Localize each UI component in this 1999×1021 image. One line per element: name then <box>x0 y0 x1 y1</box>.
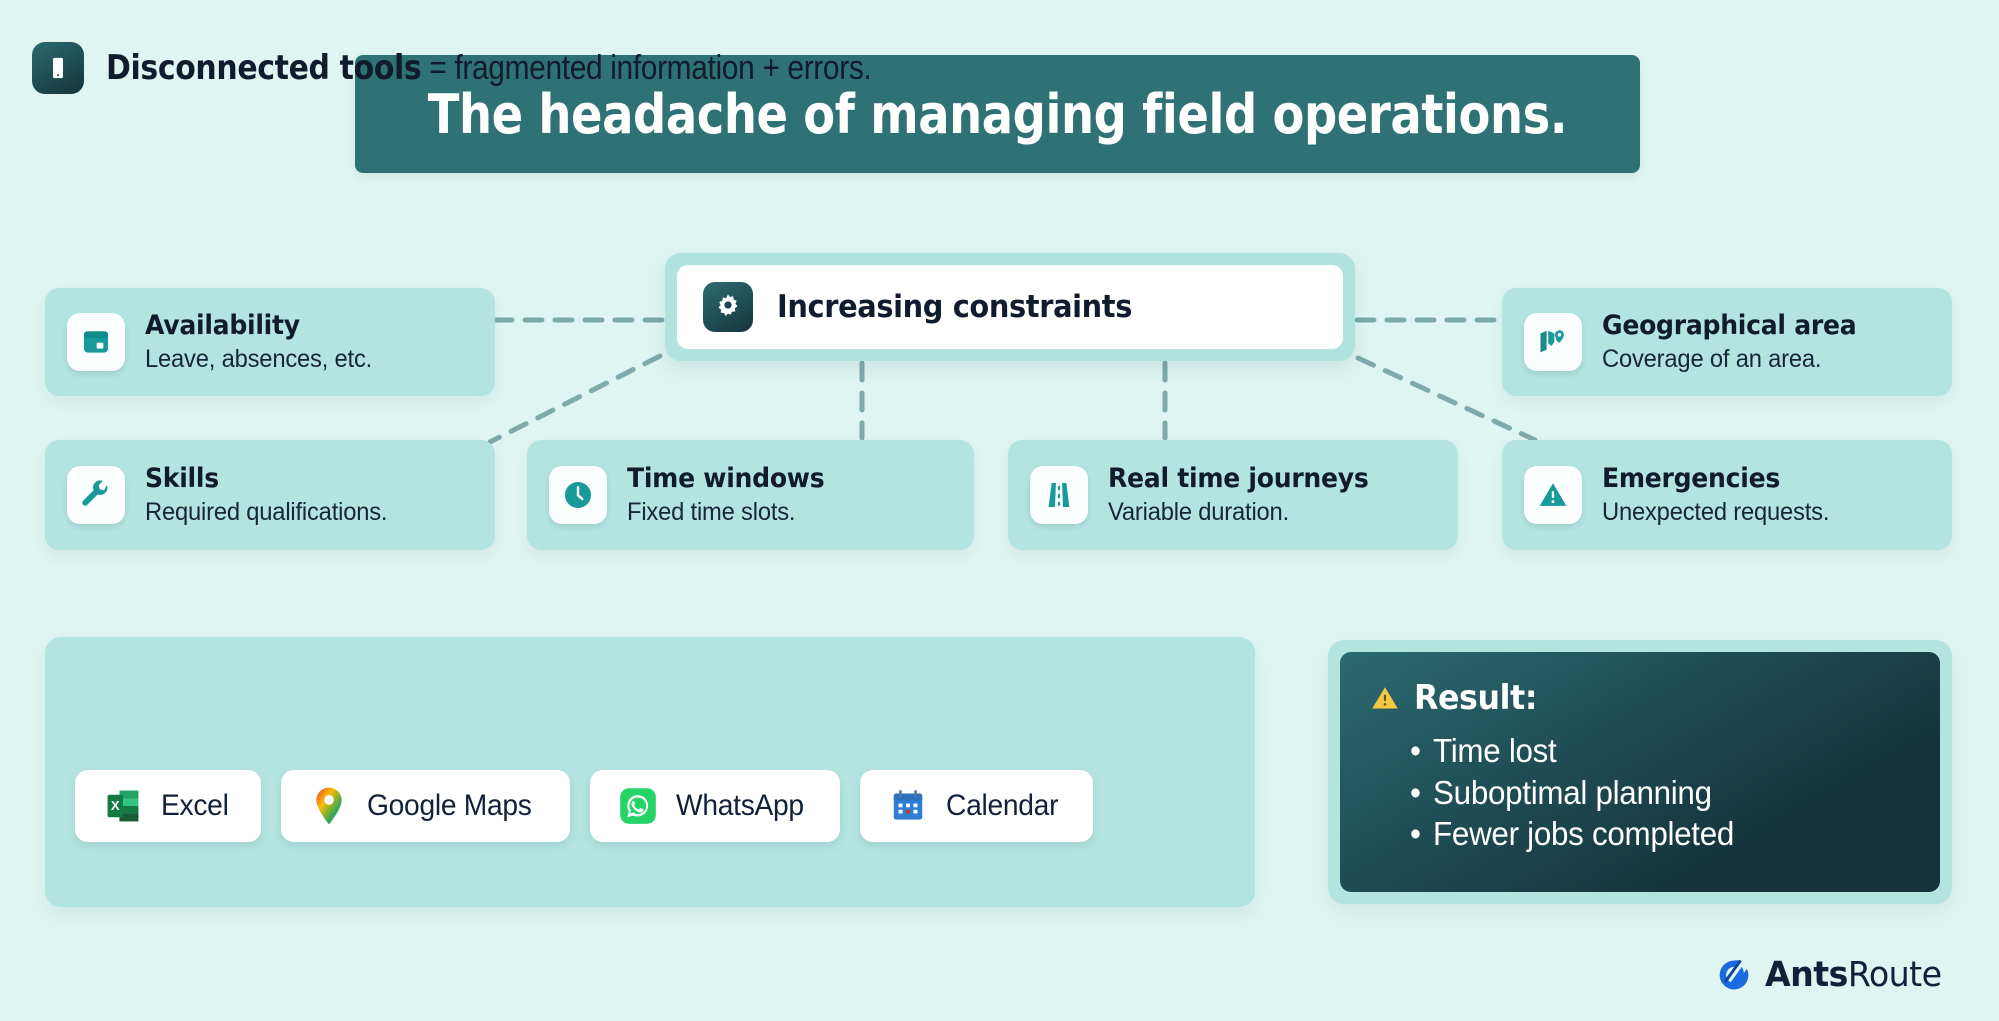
card-title: Availability <box>145 310 300 342</box>
warning-triangle-icon <box>1524 466 1582 524</box>
card-subtitle: Leave, absences, etc. <box>145 344 373 373</box>
svg-text:X: X <box>111 798 120 813</box>
card-title: Time windows <box>627 463 825 495</box>
card-text: Availability Leave, absences, etc. <box>145 310 384 373</box>
card-text: Emergencies Unexpected requests. <box>1602 463 1841 526</box>
map-pin-icon <box>1524 313 1582 371</box>
calendar-event-icon <box>67 313 125 371</box>
road-icon <box>1030 466 1088 524</box>
gear-icon <box>703 282 753 332</box>
card-text: Geographical area Coverage of an area. <box>1602 310 1876 373</box>
wrench-icon <box>67 466 125 524</box>
excel-icon: X <box>103 786 143 826</box>
result-item-list: Time lost Suboptimal planning Fewer jobs… <box>1370 730 1910 855</box>
page-title: The headache of managing field operation… <box>427 82 1568 146</box>
constraint-card-emergencies: Emergencies Unexpected requests. <box>1502 440 1952 550</box>
disconnected-tools-heading: Disconnected tools = fragmented informat… <box>32 42 976 94</box>
clock-icon <box>549 466 607 524</box>
tool-chip-label: Calendar <box>946 789 1059 822</box>
card-subtitle: Fixed time slots. <box>627 497 796 526</box>
result-panel-outer: Result: Time lost Suboptimal planning Fe… <box>1328 640 1952 904</box>
central-hub-inner: Increasing constraints <box>677 265 1343 349</box>
card-title: Real time journeys <box>1108 463 1369 495</box>
tool-chip-label: WhatsApp <box>676 789 804 822</box>
antsroute-logo-icon <box>1717 958 1751 992</box>
central-hub-card: Increasing constraints <box>665 253 1355 361</box>
mobile-phone-icon <box>32 42 84 94</box>
whatsapp-icon <box>618 786 658 826</box>
card-text: Skills Required qualifications. <box>145 463 400 526</box>
logo-light-part: Route <box>1848 955 1942 995</box>
constraint-card-real-time-journeys: Real time journeys Variable duration. <box>1008 440 1458 550</box>
disconnected-tools-text: Disconnected tools = fragmented informat… <box>106 48 872 88</box>
card-subtitle: Variable duration. <box>1108 497 1289 526</box>
tool-chip-list: X Excel Google Maps <box>75 770 1094 842</box>
card-title: Emergencies <box>1602 463 1781 495</box>
warning-triangle-icon <box>1370 683 1400 713</box>
constraint-card-time-windows: Time windows Fixed time slots. <box>527 440 974 550</box>
google-maps-icon <box>309 786 349 826</box>
result-item: Suboptimal planning <box>1410 772 1885 814</box>
logo-bold-part: Ants <box>1765 955 1849 995</box>
constraint-card-geographical-area: Geographical area Coverage of an area. <box>1502 288 1952 396</box>
result-panel: Result: Time lost Suboptimal planning Fe… <box>1340 652 1940 892</box>
card-subtitle: Coverage of an area. <box>1602 344 1822 373</box>
card-text: Time windows Fixed time slots. <box>627 463 839 526</box>
result-heading-label: Result: <box>1414 678 1538 718</box>
disconnected-tools-bold: Disconnected tools <box>106 48 422 88</box>
tool-chip-calendar[interactable]: Calendar <box>860 770 1094 842</box>
card-text: Real time journeys Variable duration. <box>1108 463 1388 526</box>
antsroute-logo: AntsRoute <box>1717 955 1951 995</box>
antsroute-logo-text: AntsRoute <box>1765 955 1942 995</box>
result-item: Time lost <box>1410 730 1885 772</box>
disconnected-tools-rest: = fragmented information + errors. <box>421 49 872 87</box>
card-subtitle: Required qualifications. <box>145 497 388 526</box>
result-item: Fewer jobs completed <box>1410 813 1885 855</box>
page-title-banner: The headache of managing field operation… <box>355 55 1640 173</box>
tool-chip-label: Google Maps <box>366 789 532 822</box>
central-hub-label: Increasing constraints <box>777 289 1133 325</box>
constraint-card-availability: Availability Leave, absences, etc. <box>45 288 495 396</box>
calendar-icon <box>888 786 928 826</box>
tool-chip-label: Excel <box>161 789 229 822</box>
tool-chip-whatsapp[interactable]: WhatsApp <box>590 770 841 842</box>
card-title: Skills <box>145 463 219 495</box>
tool-chip-excel[interactable]: X Excel <box>75 770 261 842</box>
tool-chip-google-maps[interactable]: Google Maps <box>280 770 571 842</box>
card-subtitle: Unexpected requests. <box>1602 497 1830 526</box>
constraint-card-skills: Skills Required qualifications. <box>45 440 495 550</box>
result-heading: Result: <box>1370 678 1910 718</box>
card-title: Geographical area <box>1602 310 1857 342</box>
